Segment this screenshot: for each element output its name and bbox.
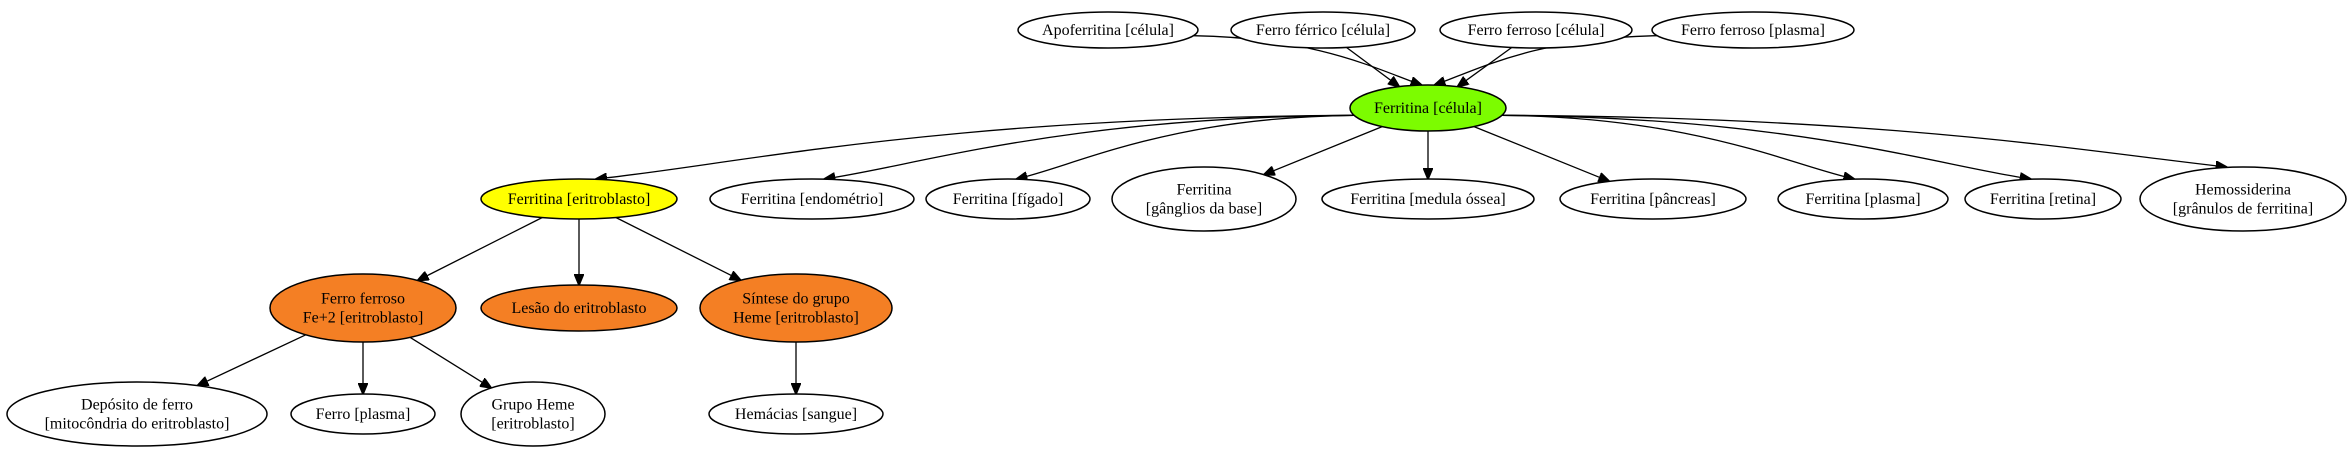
node-ellipse xyxy=(1230,11,1416,49)
node-label: Ferritina [medula óssea] xyxy=(1350,191,1506,208)
node-ferro-plasma: Ferro [plasma] xyxy=(290,393,436,435)
node-ferro-ferrico-celula: Ferro férrico [célula] xyxy=(1230,11,1416,49)
node-deposito-ferro: Depósito de ferro [mitocôndria do eritrob… xyxy=(6,381,268,447)
node-label: [eritroblasto] xyxy=(491,416,575,433)
node-ferro-ferroso-celula: Ferro ferroso [célula] xyxy=(1439,11,1633,49)
node-ellipse xyxy=(290,393,436,435)
nodes-layer: Apoferritina [célula] Ferro férrico [célu… xyxy=(6,11,2347,447)
node-label: Ferritina [célula] xyxy=(1374,100,1482,117)
node-ferritina-medula: Ferritina [medula óssea] xyxy=(1321,178,1535,220)
node-ellipse xyxy=(1349,84,1507,132)
node-label: [gânglios da base] xyxy=(1146,201,1262,218)
edge-ferritina-celula-to-hemossiderina xyxy=(1501,114,2227,167)
node-ellipse xyxy=(1439,11,1633,49)
node-hemossiderina: Hemossiderina [grânulos de ferritina] xyxy=(2139,166,2347,232)
node-label: Ferritina [plasma] xyxy=(1805,191,1920,208)
node-label: Ferritina [retina] xyxy=(1990,191,2096,208)
node-label: Fe+2 [eritroblasto] xyxy=(303,310,424,327)
node-ellipse xyxy=(269,273,457,343)
node-label: Ferro ferroso xyxy=(321,291,405,308)
node-ellipse xyxy=(1111,166,1297,232)
node-label: Ferritina [pâncreas] xyxy=(1590,191,1716,208)
node-apoferritina-celula: Apoferritina [célula] xyxy=(1017,11,1199,49)
node-ferritina-retina: Ferritina [retina] xyxy=(1964,178,2122,220)
node-label: Hemácias [sangue] xyxy=(735,406,857,423)
node-ferritina-endometrio: Ferritina [endométrio] xyxy=(709,178,915,220)
node-label: Depósito de ferro xyxy=(81,397,193,414)
node-ellipse xyxy=(708,393,884,435)
node-label: [grânulos de ferritina] xyxy=(2173,201,2313,218)
node-label: Hemossiderina xyxy=(2195,182,2291,199)
edge-ferritina-eritroblasto-to-sintese-heme xyxy=(615,216,741,281)
edge-ferritina-celula-to-ferritina-ganglios xyxy=(1264,125,1383,175)
edge-ferro-ferrico-celula-to-ferritina-celula xyxy=(1346,46,1399,86)
node-ferritina-celula: Ferritina [célula] xyxy=(1349,84,1507,132)
node-ellipse xyxy=(2139,166,2347,232)
edge-ferritina-celula-to-ferritina-retina xyxy=(1501,114,2031,179)
edge-ferro-ferroso-eritroblasto-to-deposito-ferro xyxy=(197,334,307,386)
node-ellipse xyxy=(6,381,268,447)
edge-ferritina-celula-to-ferritina-pancreas xyxy=(1473,125,1609,182)
node-ellipse xyxy=(699,273,893,343)
node-ellipse xyxy=(460,381,606,447)
node-ferritina-eritroblasto: Ferritina [eritroblasto] xyxy=(480,178,678,220)
node-ellipse xyxy=(925,178,1091,220)
node-label: Ferritina xyxy=(1176,182,1231,199)
edge-ferro-ferroso-celula-to-ferritina-celula xyxy=(1458,46,1513,86)
node-label: [mitocôndria do eritroblasto] xyxy=(45,416,230,433)
node-lesao-eritroblasto: Lesão do eritroblasto xyxy=(480,284,678,332)
node-ellipse xyxy=(480,178,678,220)
edge-ferritina-celula-to-ferritina-endometrio xyxy=(824,114,1355,179)
node-label: Lesão do eritroblasto xyxy=(511,300,646,317)
node-label: Ferro [plasma] xyxy=(316,406,411,423)
node-ferritina-plasma: Ferritina [plasma] xyxy=(1777,178,1949,220)
edges-layer xyxy=(197,35,2227,394)
edge-ferritina-celula-to-ferritina-plasma xyxy=(1501,114,1854,179)
node-ellipse xyxy=(1321,178,1535,220)
node-ferritina-figado: Ferritina [fígado] xyxy=(925,178,1091,220)
node-hemacias-sangue: Hemácias [sangue] xyxy=(708,393,884,435)
node-label: Ferritina [fígado] xyxy=(953,191,1064,208)
node-ellipse xyxy=(1017,11,1199,49)
node-label: Ferro férrico [célula] xyxy=(1256,22,1390,39)
edge-apoferritina-celula-to-ferritina-celula xyxy=(1193,35,1421,85)
node-ferritina-ganglios: Ferritina [gânglios da base] xyxy=(1111,166,1297,232)
node-ellipse xyxy=(1964,178,2122,220)
node-label: Ferritina [endométrio] xyxy=(741,191,884,208)
node-label: Apoferritina [célula] xyxy=(1042,22,1174,39)
edge-ferritina-celula-to-ferritina-figado xyxy=(1016,114,1355,179)
node-label: Ferro ferroso [célula] xyxy=(1468,22,1605,39)
node-ellipse xyxy=(480,284,678,332)
node-label: Síntese do grupo xyxy=(742,291,850,308)
node-label: Ferro ferroso [plasma] xyxy=(1681,22,1825,39)
edge-ferro-ferroso-eritroblasto-to-grupo-heme xyxy=(409,336,491,388)
node-label: Heme [eritroblasto] xyxy=(733,310,859,327)
node-ellipse xyxy=(1559,178,1747,220)
node-label: Ferritina [eritroblasto] xyxy=(508,191,651,208)
node-ellipse xyxy=(1651,11,1855,49)
node-grupo-heme: Grupo Heme [eritroblasto] xyxy=(460,381,606,447)
node-ellipse xyxy=(1777,178,1949,220)
node-ellipse xyxy=(709,178,915,220)
node-label: Grupo Heme xyxy=(491,397,574,414)
node-ferro-ferroso-plasma: Ferro ferroso [plasma] xyxy=(1651,11,1855,49)
edge-ferritina-eritroblasto-to-ferro-ferroso-eritroblasto xyxy=(418,216,543,281)
node-ferritina-pancreas: Ferritina [pâncreas] xyxy=(1559,178,1747,220)
edge-ferritina-celula-to-ferritina-eritroblasto xyxy=(596,114,1355,179)
